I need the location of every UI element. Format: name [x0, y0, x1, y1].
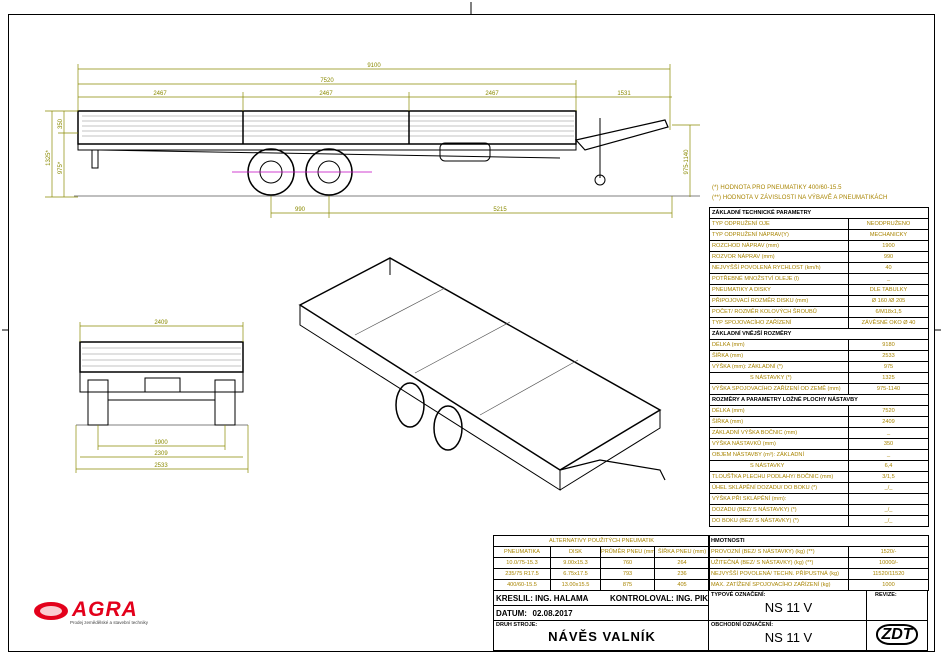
- trade-designation: NS 11 V: [764, 630, 813, 645]
- revision-label: REVIZE:: [875, 592, 897, 598]
- dim-track: 1900: [154, 440, 168, 446]
- drawn-by-row: KRESLIL: ING. HALAMA KONTROLOVAL: ING. P…: [493, 590, 709, 606]
- zdt-logo: ZDT: [866, 620, 928, 651]
- machine-type-label: DRUH STROJE:: [496, 622, 538, 628]
- dim-section-3: 2467: [485, 91, 499, 97]
- dim-overall-width: 2533: [154, 463, 168, 469]
- dim-inner-width: 2309: [154, 451, 168, 457]
- parameter-value: [848, 493, 929, 505]
- dim-drawbar: 1531: [617, 91, 631, 97]
- dim-section-1: 2467: [153, 91, 167, 97]
- type-label: TYPOVÉ OZNAČENÍ:: [711, 592, 766, 598]
- drawing-frame: [8, 14, 935, 652]
- note-1: (*) HODNOTA PRO PNEUMATIKY 400/60-15.5: [712, 185, 842, 191]
- parameter-value: _/_: [848, 504, 929, 516]
- dim-overall-length: 9100: [367, 63, 381, 69]
- isometric-view: [298, 257, 666, 491]
- machine-type-cell: DRUH STROJE: NÁVĚS VALNÍK: [493, 620, 709, 651]
- dim-base-height: 975*: [58, 161, 64, 174]
- note-2: (**) HODNOTA V ZÁVISLOSTI NA VÝBAVĚ A PN…: [712, 195, 888, 201]
- date-row: DATUM: 02.08.2017: [493, 605, 709, 621]
- revision-cell: REVIZE:: [866, 590, 928, 621]
- parameter-value: _: [848, 449, 929, 461]
- trade-label: OBCHODNÍ OZNAČENÍ:: [711, 622, 774, 628]
- dim-coupling-height: 975-1140: [684, 149, 690, 175]
- frame-ticks: [2, 2, 941, 331]
- drawn-by: KRESLIL: ING. HALAMA: [496, 594, 589, 603]
- logo-name: AGRA: [72, 598, 138, 621]
- date-label: DATUM:: [496, 609, 527, 618]
- parameter-value: _/_: [848, 515, 929, 527]
- side-view-dimensions: [45, 64, 700, 218]
- dim-axle-to-coupling: 5215: [493, 207, 507, 213]
- side-view: [74, 110, 700, 197]
- parameter-value: 975: [848, 361, 929, 373]
- dim-bed-width: 2409: [154, 320, 168, 326]
- rear-view: [76, 341, 248, 426]
- trade-cell: OBCHODNÍ OZNAČENÍ: NS 11 V: [708, 620, 867, 651]
- agra-logo: AGRA Prodej zemědělské a stavební techni…: [34, 598, 180, 628]
- rear-view-dimensions: [75, 322, 249, 473]
- dim-total-height: 1325*: [46, 149, 52, 165]
- dim-axle-spacing: 990: [295, 207, 306, 213]
- checked-by: KONTROLOVAL: ING. PIKULA: [610, 594, 709, 603]
- parameter-label: DO BOKU (BEZ/ S NÁSTAVKY) (*): [709, 515, 849, 527]
- date-value: 02.08.2017: [532, 609, 573, 618]
- dim-section-2: 2467: [319, 91, 333, 97]
- type-designation: NS 11 V: [764, 600, 813, 615]
- dim-bed-length: 7520: [320, 78, 334, 84]
- side-dimension-labels: 9100 7520 2467 2467 2467 1531 350 1325* …: [46, 63, 690, 213]
- logo-tagline: Prodej zemědělské a stavební techniky: [70, 620, 149, 625]
- logo-tractor-icon: [34, 602, 68, 620]
- machine-type: NÁVĚS VALNÍK: [548, 629, 656, 644]
- rear-dimension-labels: 2409 1900 2309 2533: [154, 320, 168, 469]
- dim-side-height: 350: [58, 118, 64, 129]
- type-cell: TYPOVÉ OZNAČENÍ: NS 11 V: [708, 590, 867, 621]
